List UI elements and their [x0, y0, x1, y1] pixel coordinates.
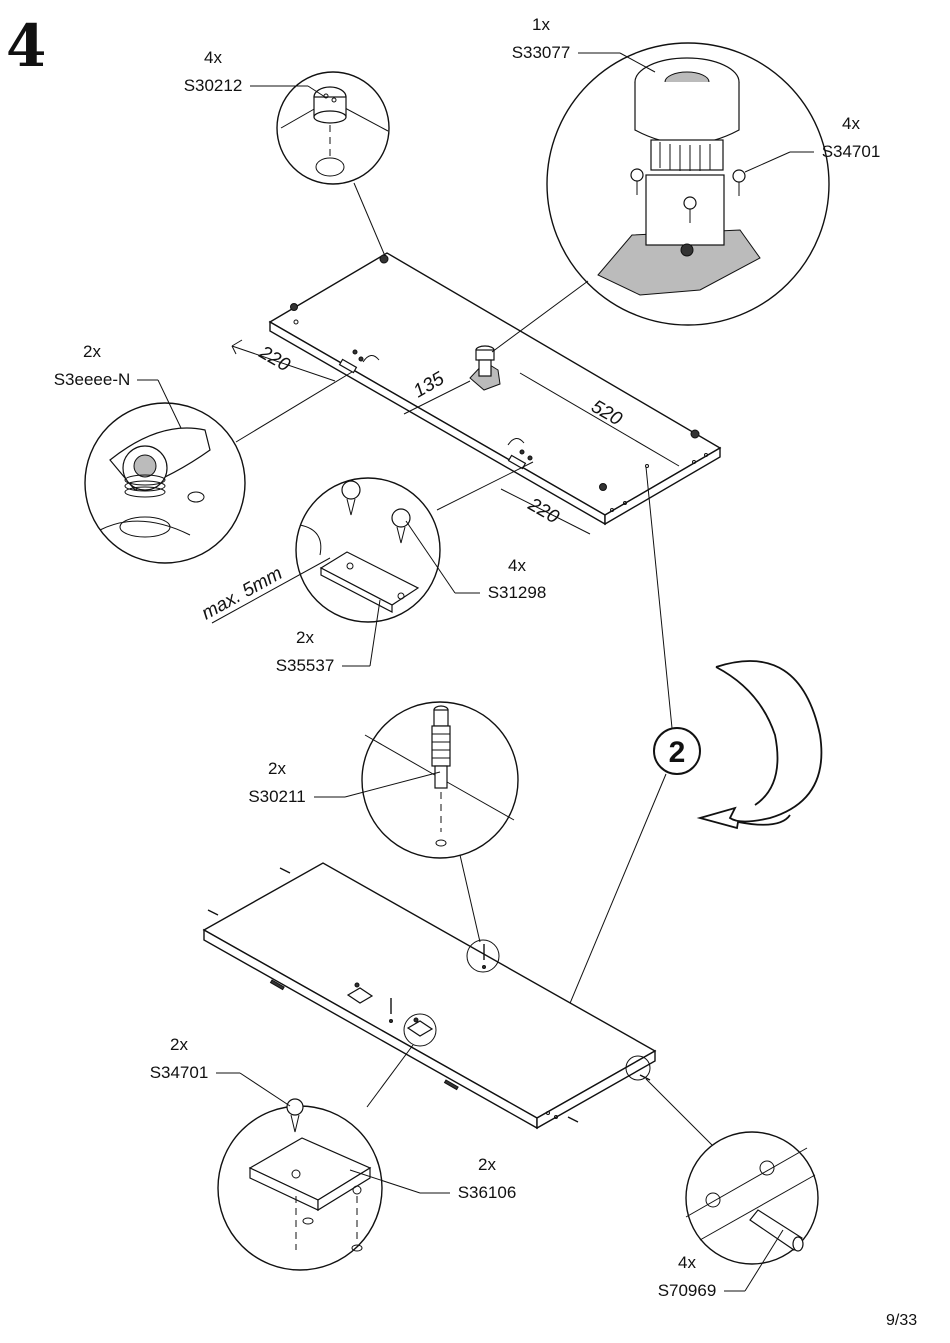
svg-text:S30212: S30212	[184, 76, 243, 95]
detail-circle-s3eeee	[84, 371, 353, 564]
svg-text:S34701: S34701	[822, 142, 881, 161]
svg-text:2x: 2x	[170, 1035, 188, 1054]
detail-circle-s31298-s35537	[295, 461, 534, 623]
rotate-arrow	[696, 660, 823, 830]
svg-text:2: 2	[669, 736, 686, 769]
svg-text:S34701: S34701	[150, 1063, 209, 1082]
callout-s31298: 4x S31298	[405, 520, 547, 602]
callout-s30212: 4x S30212	[184, 48, 326, 98]
svg-text:S36106: S36106	[458, 1183, 517, 1202]
screws-s34701	[630, 168, 746, 223]
svg-text:S33077: S33077	[512, 43, 571, 62]
callout-s30211: 2x S30211	[248, 759, 441, 806]
svg-text:4x: 4x	[842, 114, 860, 133]
reference-badge: 2	[562, 466, 701, 1021]
callout-s34701-top: 4x S34701	[744, 114, 881, 173]
dimension-220-left: 220	[255, 342, 294, 377]
detail-circle-s30212	[276, 71, 390, 257]
detail-circle-s33077	[491, 42, 830, 353]
callout-s70969: 4x S70969	[658, 1229, 784, 1300]
svg-text:S30211: S30211	[248, 787, 305, 806]
callout-s35537: 2x S35537	[276, 599, 381, 675]
page-number: 9/33	[886, 1312, 917, 1329]
detail-circle-s30211	[361, 701, 519, 973]
svg-text:2x: 2x	[296, 628, 314, 647]
svg-text:S35537: S35537	[276, 656, 335, 675]
callout-s3eeee: 2x S3eeee-N	[54, 342, 182, 429]
corner-brackets	[346, 982, 434, 1037]
step-number: 4	[6, 12, 46, 80]
minifix-bolts	[389, 944, 486, 1023]
svg-text:S70969: S70969	[658, 1281, 717, 1300]
plate-marks-right	[507, 438, 533, 470]
svg-text:2x: 2x	[268, 759, 286, 778]
detail-circle-s34701-s36106	[217, 1013, 437, 1271]
svg-text:4x: 4x	[204, 48, 222, 67]
svg-text:4x: 4x	[508, 556, 526, 575]
dimension-max-5mm: max. 5mm	[198, 563, 286, 624]
callout-s36106: 2x S36106	[349, 1155, 517, 1202]
callout-s33077: 1x S33077	[512, 15, 656, 73]
bottom-board	[202, 862, 657, 1130]
svg-text:2x: 2x	[83, 342, 101, 361]
svg-text:4x: 4x	[678, 1253, 696, 1272]
dimension-220-right: 220	[524, 494, 563, 529]
cam-fitting-marks	[290, 254, 708, 512]
svg-text:1x: 1x	[532, 15, 550, 34]
svg-text:S31298: S31298	[488, 583, 547, 602]
svg-text:2x: 2x	[478, 1155, 496, 1174]
underside-rails	[269, 979, 459, 1091]
top-board	[268, 252, 722, 526]
detail-circle-s70969	[625, 1055, 819, 1265]
svg-text:S3eeee-N: S3eeee-N	[54, 370, 131, 389]
plate-marks-left	[338, 349, 380, 374]
dimension-lines-top	[211, 339, 680, 624]
callout-s34701-bottom: 2x S34701	[150, 1035, 291, 1107]
